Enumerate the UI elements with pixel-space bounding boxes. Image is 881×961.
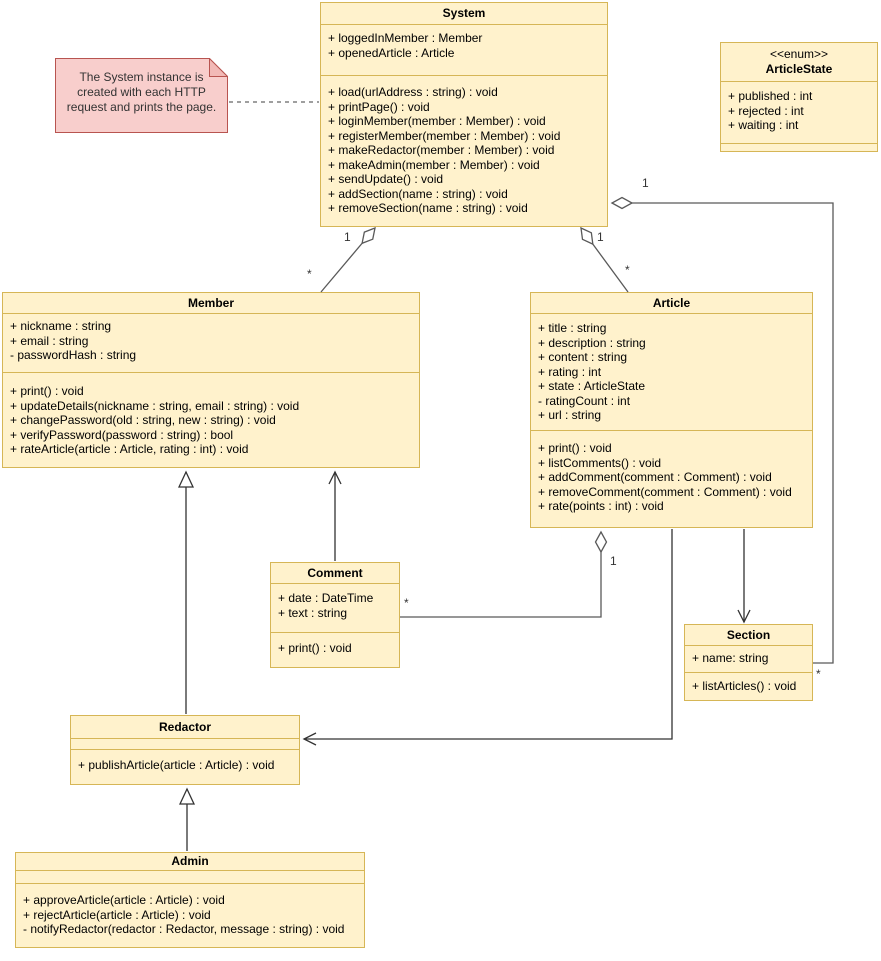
note-background — [55, 58, 228, 133]
attributes-compartment-empty — [16, 870, 364, 883]
multiplicity-label: 1 — [642, 176, 649, 190]
methods-compartment: + print() : void + updateDetails(nicknam… — [3, 372, 419, 467]
attributes-compartment: + loggedInMember : Member + openedArticl… — [321, 24, 607, 75]
attribute-line: + rating : int — [538, 364, 602, 379]
multiplicity-label: * — [307, 267, 312, 281]
class-system[interactable]: System + loggedInMember : Member + opene… — [320, 2, 608, 227]
attribute-line: + content : string — [538, 350, 628, 364]
method-line: + updateDetails(nickname : string, email… — [10, 398, 300, 413]
attributes-compartment: + title : string + description : string … — [531, 313, 812, 430]
method-line: + print() : void — [538, 441, 612, 455]
attributes-compartment: + published : int + rejected : int + wai… — [721, 81, 877, 143]
class-articlestate[interactable]: <<enum>> ArticleState + published : int … — [720, 42, 878, 152]
methods-compartment: + approveArticle(article : Article) : vo… — [16, 883, 364, 947]
method-line: + sendUpdate() : void — [328, 172, 444, 186]
methods-compartment: + print() : void — [271, 632, 399, 667]
method-line: + verifyPassword(password : string) : bo… — [10, 427, 234, 442]
class-member[interactable]: Member + nickname : string + email : str… — [2, 292, 420, 468]
edge-aggregation-article-comment[interactable] — [400, 530, 608, 618]
attribute-line: + date : DateTime — [278, 591, 374, 605]
class-section[interactable]: Section + name: string + listArticles() … — [684, 624, 813, 701]
attributes-compartment: + date : DateTime + text : string — [271, 583, 399, 632]
method-line: - notifyRedactor(redactor : Redactor, me… — [23, 922, 345, 936]
method-line: + load(urlAddress : string) : void — [328, 85, 498, 99]
methods-compartment: + load(urlAddress : string) : void + pri… — [321, 75, 607, 226]
method-line: + rejectArticle(article : Article) : voi… — [23, 907, 211, 922]
methods-compartment: + publishArticle(article : Article) : vo… — [71, 749, 299, 784]
attribute-line: + name: string — [692, 651, 769, 665]
class-article[interactable]: Article + title : string + description :… — [530, 292, 813, 528]
note-fold-corner — [209, 58, 228, 77]
enum-stereotype: <<enum>> — [769, 47, 829, 61]
attribute-line: + published : int — [728, 89, 813, 103]
enum-name: ArticleState — [765, 62, 833, 76]
multiplicity-label: * — [625, 263, 630, 277]
method-line: + addSection(name : string) : void — [328, 186, 508, 201]
method-line: + makeRedactor(member : Member) : void — [328, 143, 555, 157]
note-shape[interactable]: The System instance is created with each… — [55, 58, 228, 133]
method-line: + approveArticle(article : Article) : vo… — [23, 893, 225, 907]
class-title: Admin — [171, 854, 209, 868]
method-line: + registerMember(member : Member) : void — [328, 128, 561, 143]
method-line: + removeSection(name : string) : void — [328, 201, 528, 215]
method-line: + rate(points : int) : void — [538, 499, 664, 513]
class-title: <<enum>> ArticleState — [721, 43, 877, 81]
attribute-line: + url : string — [538, 408, 602, 422]
multiplicity-label: 1 — [610, 554, 617, 568]
attribute-line: + text : string — [278, 605, 348, 620]
attribute-line: + email : string — [10, 333, 89, 348]
attribute-line: + state : ArticleState — [538, 379, 646, 393]
attribute-line: + description : string — [538, 335, 646, 350]
note-text: The System instance is created with each… — [66, 70, 217, 114]
multiplicity-label: 1 — [344, 230, 351, 244]
method-line: + listComments() : void — [538, 455, 662, 470]
class-title: Comment — [307, 566, 363, 580]
attributes-compartment-empty — [71, 738, 299, 749]
class-admin[interactable]: Admin + approveArticle(article : Article… — [15, 852, 365, 948]
edge-aggregation-system-article[interactable] — [580, 226, 629, 293]
class-title: Section — [726, 628, 771, 642]
class-title: Member — [187, 296, 234, 310]
method-line: + printPage() : void — [328, 99, 430, 114]
methods-compartment-empty — [721, 143, 877, 151]
method-line: + addComment(comment : Comment) : void — [538, 470, 772, 484]
multiplicity-label: * — [404, 596, 409, 610]
attributes-compartment: + name: string — [685, 645, 812, 672]
method-line: + makeAdmin(member : Member) : void — [328, 157, 540, 172]
method-line: + changePassword(old : string, new : str… — [10, 413, 276, 427]
method-line: + publishArticle(article : Article) : vo… — [78, 758, 275, 772]
class-redactor[interactable]: Redactor + publishArticle(article : Arti… — [70, 715, 300, 785]
method-line: + print() : void — [10, 384, 84, 398]
attribute-line: + nickname : string — [10, 319, 112, 333]
attribute-line: - passwordHash : string — [10, 348, 137, 362]
attribute-line: + loggedInMember : Member — [328, 31, 483, 45]
class-comment[interactable]: Comment + date : DateTime + text : strin… — [270, 562, 400, 668]
attribute-line: + rejected : int — [728, 103, 804, 118]
attribute-line: - ratingCount : int — [538, 393, 631, 408]
attributes-compartment: + nickname : string + email : string - p… — [3, 313, 419, 372]
class-title: System — [442, 6, 486, 20]
attribute-line: + waiting : int — [728, 118, 799, 132]
method-line: + rateArticle(article : Article, rating … — [10, 442, 249, 456]
attribute-line: + title : string — [538, 321, 607, 335]
method-line: + loginMember(member : Member) : void — [328, 114, 546, 128]
multiplicity-label: 1 — [597, 230, 604, 244]
multiplicity-label: * — [816, 667, 821, 681]
attribute-line: + openedArticle : Article — [328, 45, 455, 60]
method-line: + listArticles() : void — [692, 679, 797, 693]
methods-compartment: + listArticles() : void — [685, 672, 812, 700]
class-title: Redactor — [158, 720, 211, 734]
method-line: + print() : void — [278, 641, 352, 655]
class-title: Article — [652, 296, 691, 310]
method-line: + removeComment(comment : Comment) : voi… — [538, 484, 792, 499]
methods-compartment: + print() : void + listComments() : void… — [531, 430, 812, 527]
